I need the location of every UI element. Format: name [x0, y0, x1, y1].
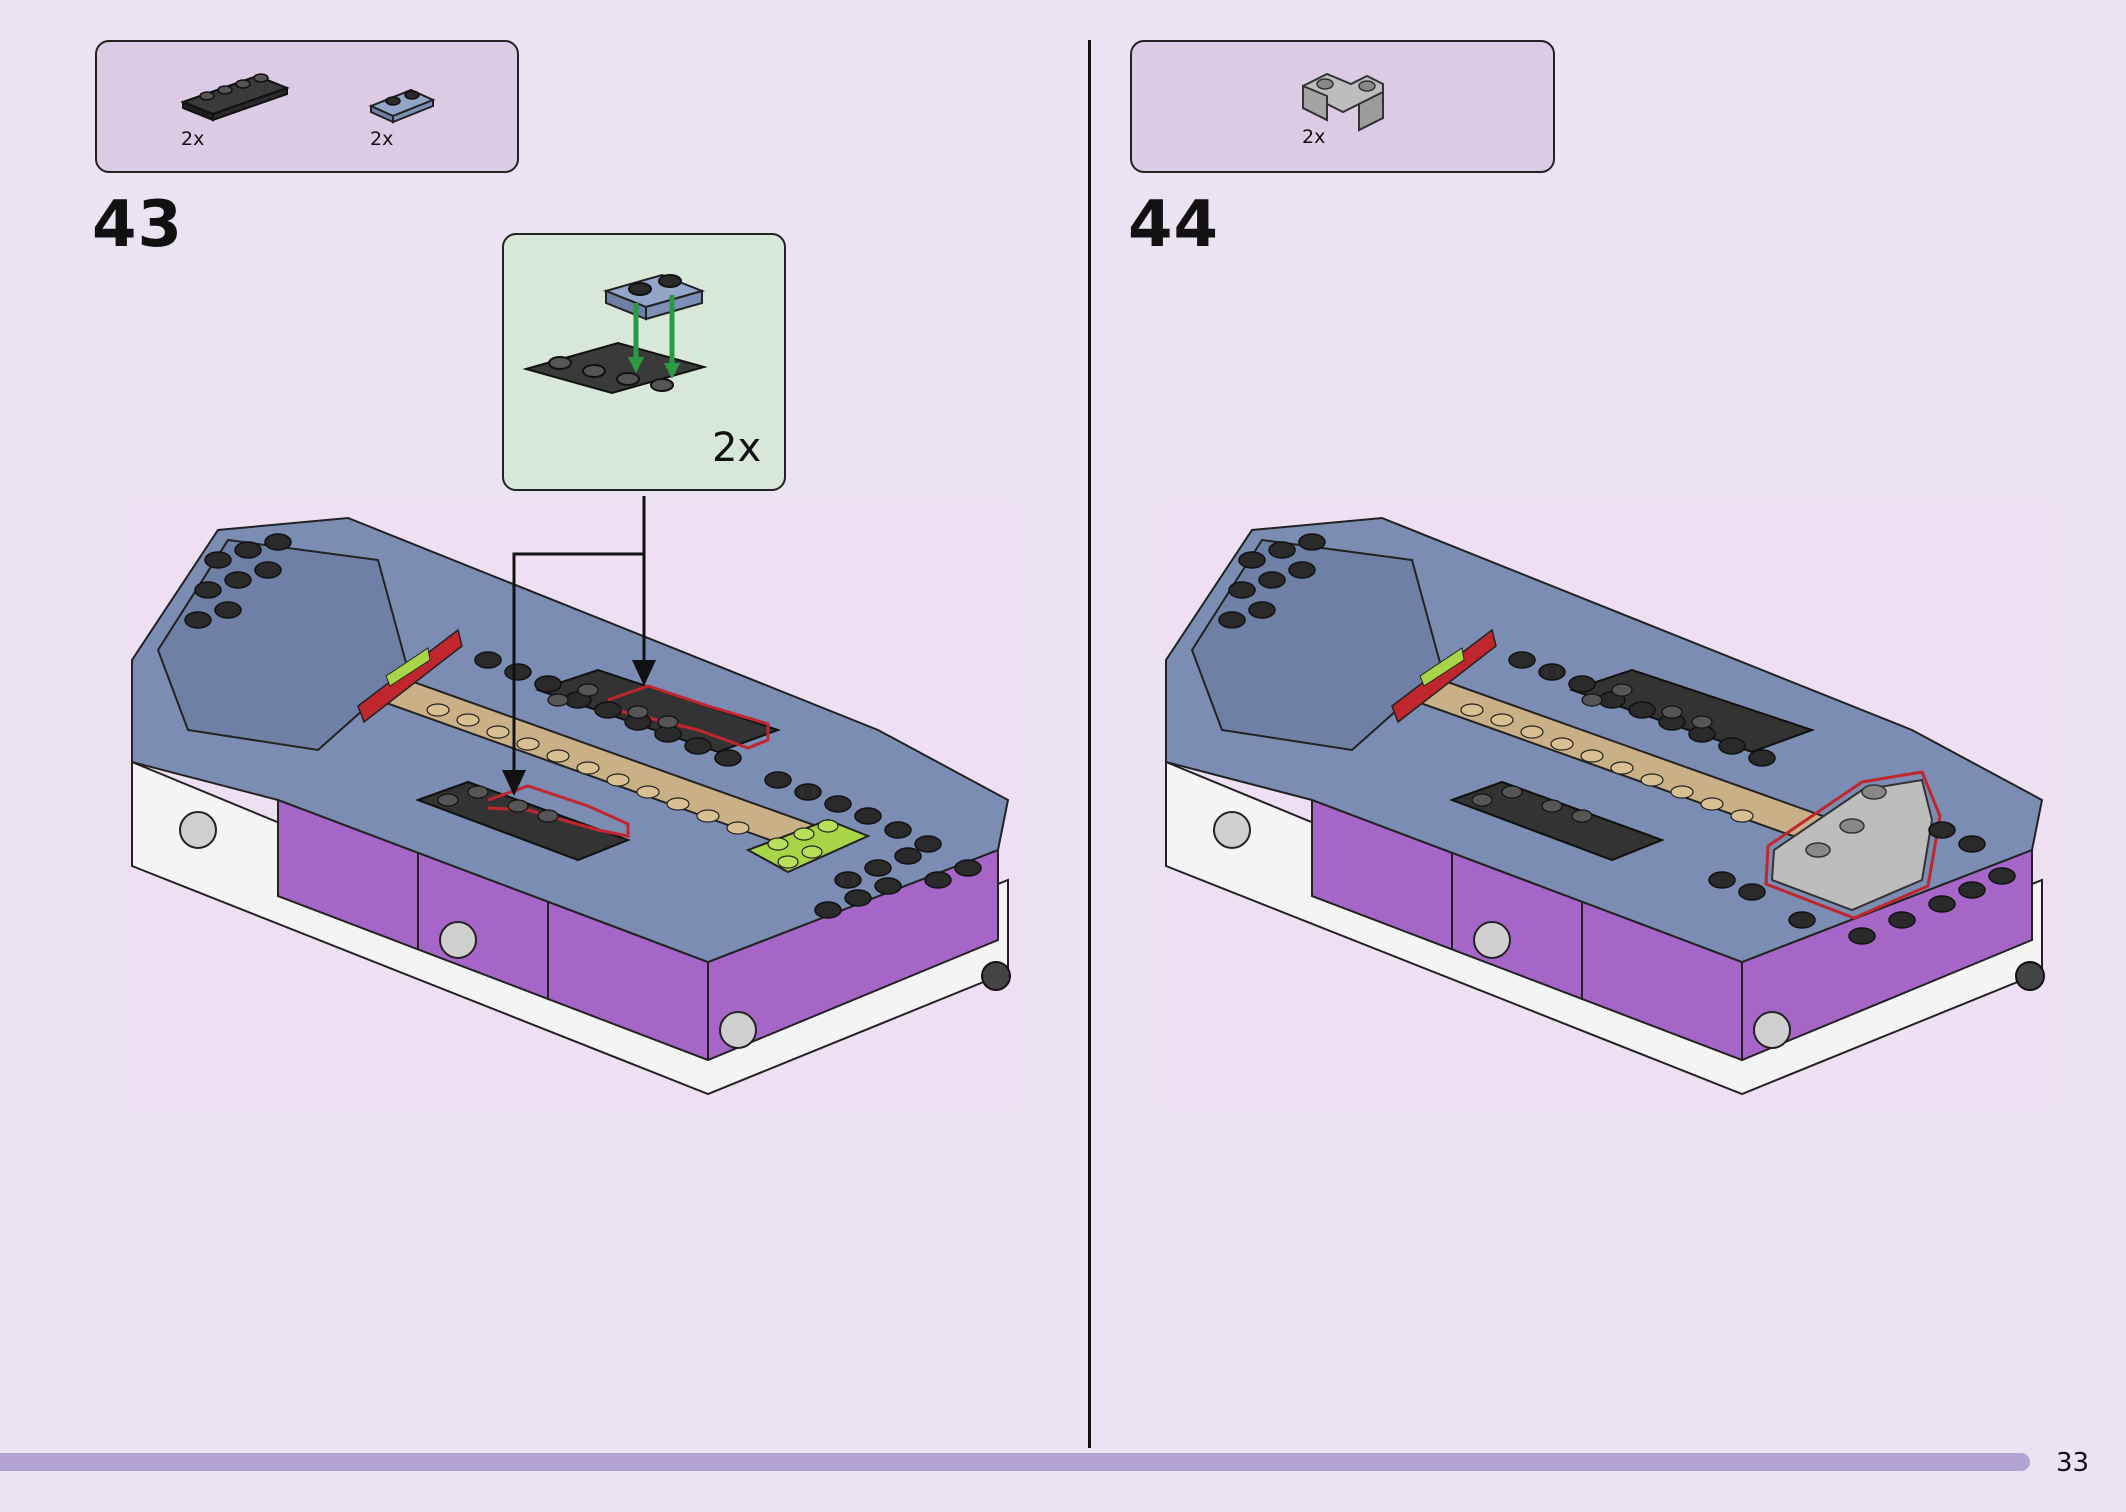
page-divider	[1088, 40, 1091, 1448]
blue-plate-1x2-icon	[368, 88, 436, 124]
grey-corner-brick-icon	[1302, 72, 1384, 132]
part-quantity: 2x	[1302, 126, 1326, 148]
part-quantity: 2x	[370, 128, 394, 150]
black-plate-1x4-icon	[180, 73, 290, 122]
part-quantity: 2x	[181, 128, 205, 150]
sub-assembly-illustration	[522, 273, 708, 395]
progress-bar	[0, 1453, 2030, 1471]
step-number: 43	[92, 188, 184, 262]
callout-quantity: 2x	[712, 425, 762, 471]
step-44-parts-list: 2x	[1130, 40, 1555, 173]
step-43-model-illustration	[131, 496, 1011, 1096]
sub-assembly-callout	[502, 233, 786, 491]
step-43-parts-list: 2x 2x	[95, 40, 519, 173]
page-number: 33	[2056, 1448, 2090, 1478]
step-number: 44	[1128, 188, 1220, 262]
step-44-model-illustration	[1165, 516, 2045, 1096]
